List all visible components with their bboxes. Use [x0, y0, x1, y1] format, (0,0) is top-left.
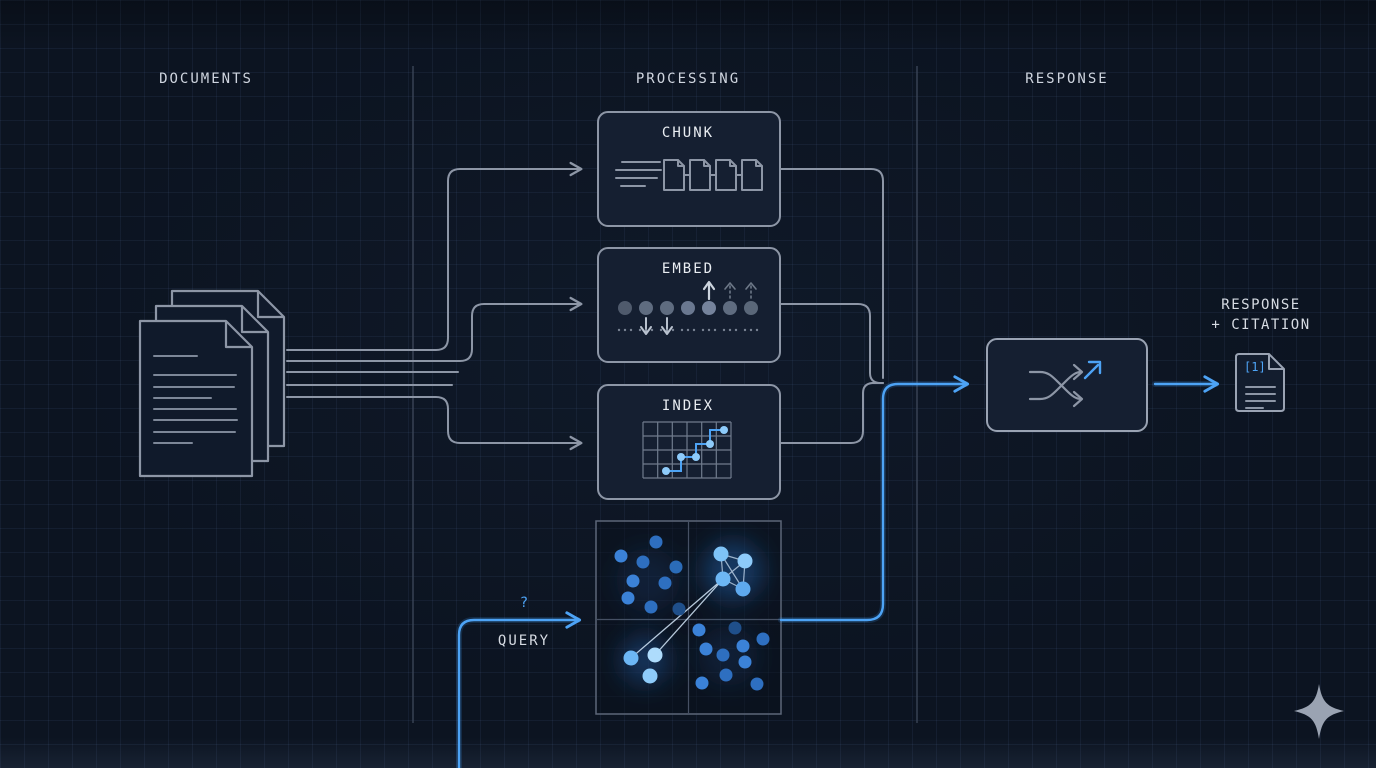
connector-docs-to-index: [286, 396, 583, 451]
vector-space-plot: [595, 520, 782, 715]
shuffle-rerank-icon: [1028, 360, 1102, 408]
scatter-dots-bottom-right: [692, 621, 770, 691]
scatter-dots-query: [623, 647, 663, 684]
sparkle-logo-icon: [1294, 684, 1344, 739]
index-node-label: INDEX: [661, 398, 715, 414]
chunk-node-label: CHUNK: [661, 125, 715, 141]
column-label-documents: DOCUMENTS: [159, 71, 253, 87]
chunk-pages-icon: [615, 159, 763, 191]
embed-vectors-icon: [617, 280, 759, 335]
up-right-arrow-icon: [1083, 360, 1102, 380]
scatter-dots-retrieved-cluster: [713, 546, 753, 597]
retrieval-to-rerank-arrow: [779, 375, 970, 622]
response-citation-title-line1: RESPONSE: [1221, 297, 1301, 313]
index-grid-icon: [642, 421, 732, 479]
column-label-processing: PROCESSING: [635, 71, 741, 87]
query-input-arrow: [457, 611, 582, 768]
documents-fanout-connectors: [286, 161, 583, 451]
connector-chunk-out: [779, 168, 884, 379]
chunk-node: [597, 111, 781, 227]
connector-index-out: [779, 382, 884, 444]
connector-embed-out: [779, 303, 884, 384]
documents-stack-icon: [138, 289, 286, 478]
response-citation-title-line2: + CITATION: [1211, 317, 1311, 333]
rerank-node: [986, 338, 1148, 432]
connector-docs-to-chunk: [286, 161, 583, 351]
citation-marker: [1]: [1244, 360, 1266, 374]
query-question-mark: ?: [519, 595, 529, 611]
query-label: QUERY: [497, 633, 551, 649]
scatter-dots-upper-left: [614, 535, 686, 616]
citation-document-icon: [1235, 353, 1285, 412]
merge-connectors: [779, 168, 884, 444]
embed-node: [597, 247, 781, 363]
embed-node-label: EMBED: [661, 261, 715, 277]
query-flow-paths: [456, 375, 1220, 768]
column-label-response: RESPONSE: [1025, 71, 1109, 87]
query-match-lines: [630, 578, 724, 659]
connector-docs-to-embed: [286, 296, 583, 362]
